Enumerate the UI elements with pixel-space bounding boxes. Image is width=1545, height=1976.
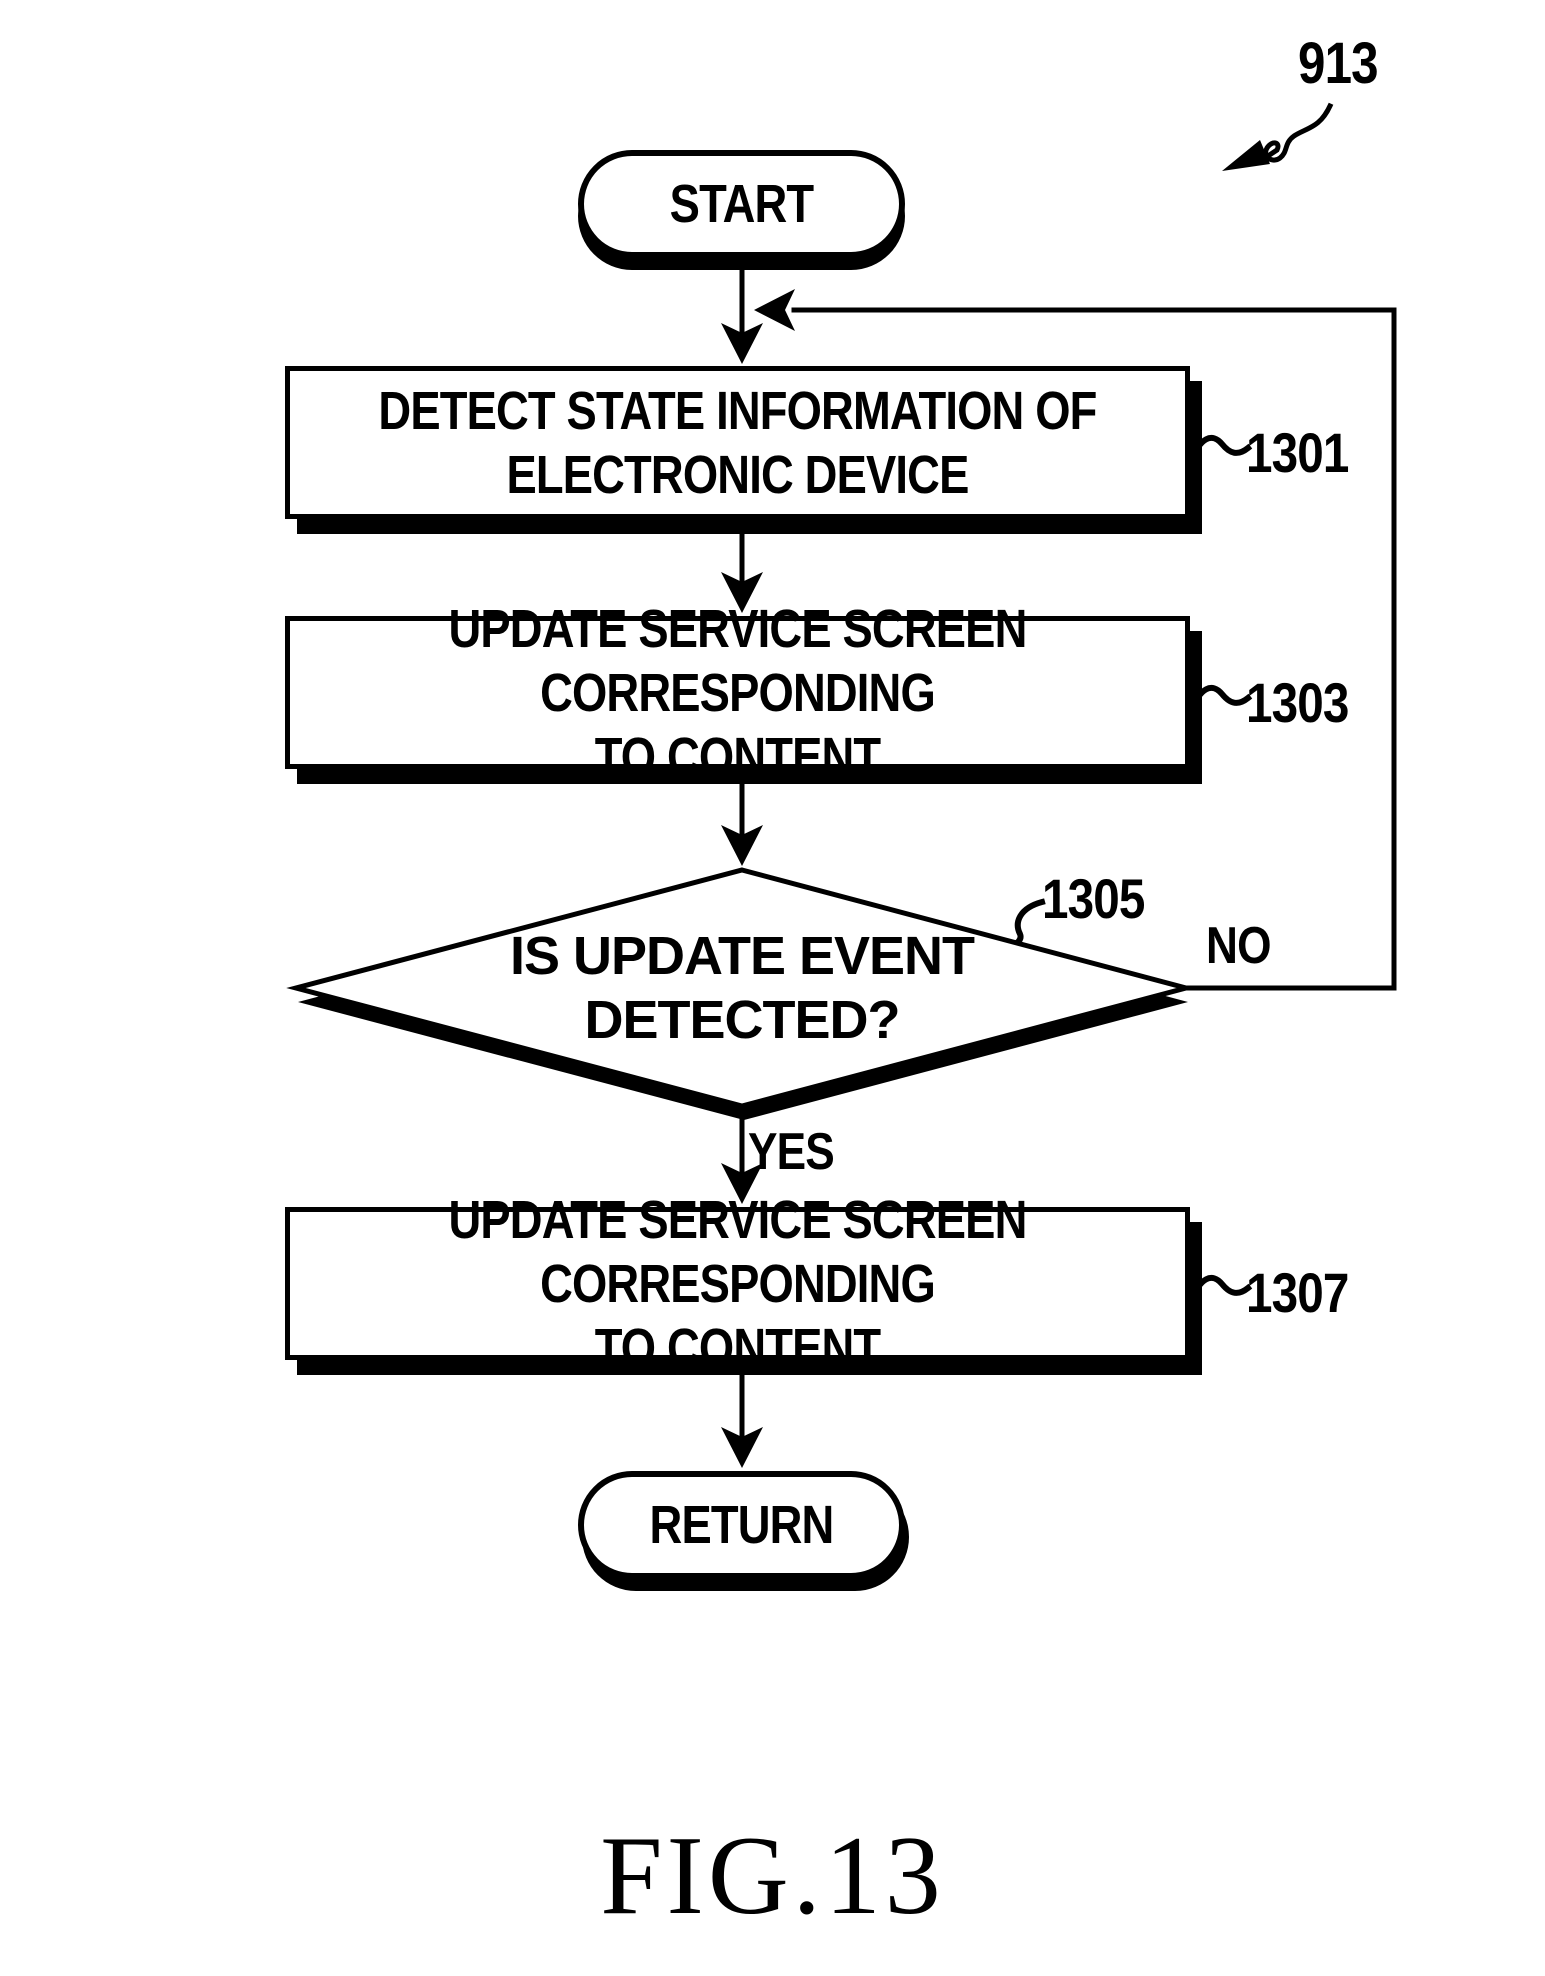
arrowhead-pointer-icon: [1222, 140, 1270, 171]
step-reference-1305: 1305: [1042, 867, 1145, 930]
process-box-1303-text: UPDATE SERVICE SCREEN CORRESPONDING TO C…: [448, 598, 1027, 787]
start-terminal-label: START: [669, 174, 814, 234]
process-box-1301: DETECT STATE INFORMATION OF ELECTRONIC D…: [285, 366, 1190, 519]
step-reference-1303: 1303: [1246, 671, 1349, 734]
start-terminal: START: [578, 150, 905, 258]
step-reference-1307: 1307: [1246, 1261, 1349, 1324]
arrowhead-down-icon: [721, 1427, 763, 1468]
arrowhead-down-icon: [721, 323, 763, 364]
arrowhead-down-icon: [721, 825, 763, 866]
leader-squiggle-1303: [1188, 685, 1253, 714]
arrowhead-left-icon: [754, 289, 795, 331]
figure-caption: FIG.13: [600, 1814, 945, 1938]
process-box-1303: UPDATE SERVICE SCREEN CORRESPONDING TO C…: [285, 599, 1190, 787]
no-branch-label: NO: [1206, 917, 1271, 975]
step-reference-1301: 1301: [1246, 421, 1349, 484]
arrowhead-down-icon: [721, 1163, 763, 1204]
figure-reference-pointer: [1263, 102, 1334, 163]
return-terminal-label: RETURN: [649, 1495, 835, 1555]
process-box-1307: UPDATE SERVICE SCREEN CORRESPONDING TO C…: [285, 1190, 1190, 1378]
return-terminal: RETURN: [578, 1471, 905, 1579]
figure-reference-number: 913: [1298, 31, 1379, 96]
decision-1305-text: IS UPDATE EVENT DETECTED?: [442, 924, 1042, 1052]
connector-no-loop: [791, 307, 1397, 991]
process-box-1307-text: UPDATE SERVICE SCREEN CORRESPONDING TO C…: [448, 1189, 1027, 1378]
decision-1305-question: IS UPDATE EVENT DETECTED?: [509, 926, 975, 1050]
leader-squiggle-1307: [1188, 1275, 1253, 1304]
decision-diamond-1305: [286, 867, 1196, 1109]
arrowhead-down-icon: [721, 572, 763, 613]
leader-squiggle-1301: [1188, 435, 1253, 464]
yes-branch-label: YES: [748, 1123, 835, 1181]
process-box-1301-text: DETECT STATE INFORMATION OF ELECTRONIC D…: [378, 380, 1097, 505]
